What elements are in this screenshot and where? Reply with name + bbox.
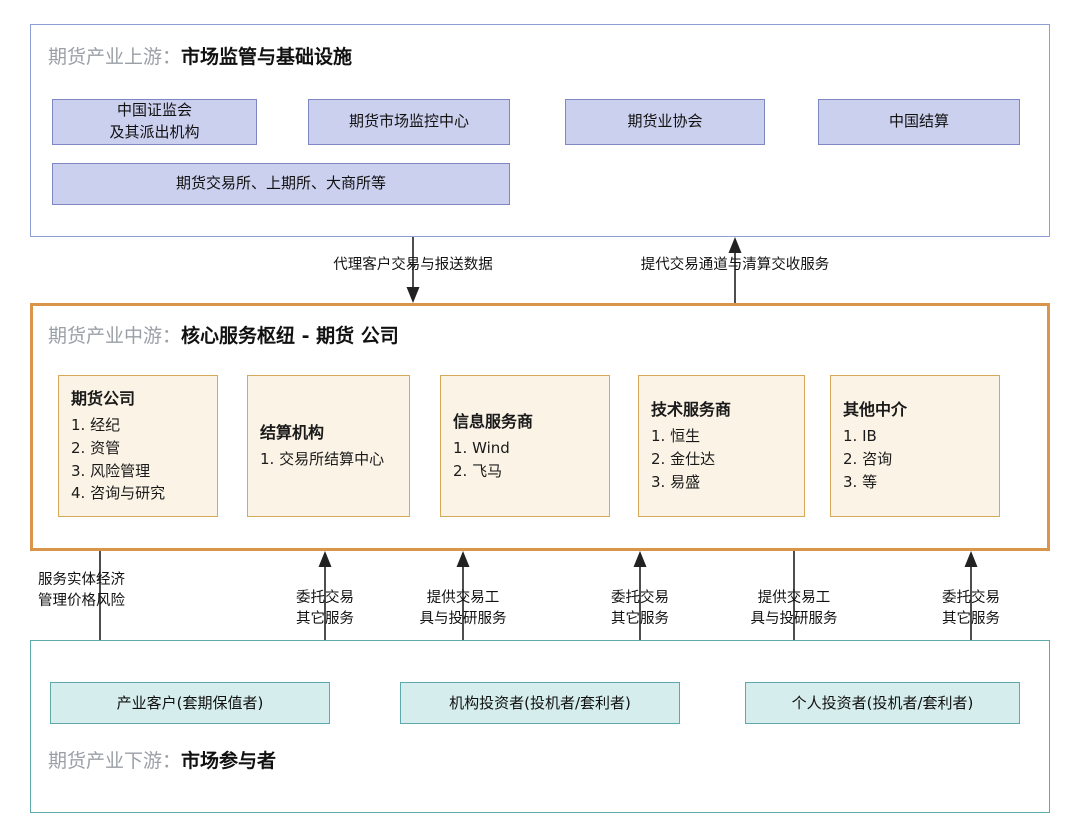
upstream-box-futures-association[interactable]: 期货业协会 <box>565 99 765 145</box>
connector-arrow-agency-trading <box>405 237 421 303</box>
connector-label-agency-trading: 代理客户交易与报送数据 <box>333 257 493 273</box>
connector-label-serve-real-economy: 服务实体经济 管理价格风险 <box>38 572 125 610</box>
upstream-box-monitoring-center[interactable]: 期货市场监控中心 <box>308 99 510 145</box>
connector-label-entrust-trading-3: 委托交易 其它服务 <box>942 590 1000 628</box>
card-items: 1. 恒生 2. 金仕达 3. 易盛 <box>651 427 716 491</box>
midstream-title-strong: 核心服务枢纽 - 期货 公司 <box>181 325 399 347</box>
upstream-title-lead: 期货产业上游： <box>48 46 182 68</box>
card-items: 1. 经纪 2. 资管 3. 风险管理 4. 咨询与研究 <box>71 415 166 503</box>
connector-label-trading-tools-1: 提供交易工 具与投研服务 <box>419 590 507 628</box>
midstream-card-technology-provider[interactable]: 技术服务商 1. 恒生 2. 金仕达 3. 易盛 <box>638 375 805 517</box>
connector-label-clearing-channel: 提代交易通道与清算交收服务 <box>640 257 830 273</box>
downstream-box-individual-investors[interactable]: 个人投资者(投机者/套利者) <box>745 682 1020 724</box>
midstream-title-lead: 期货产业中游： <box>48 325 182 347</box>
card-items: 1. 交易所结算中心 <box>260 450 385 469</box>
upstream-box-china-clearing[interactable]: 中国结算 <box>818 99 1020 145</box>
downstream-box-institutional-investors[interactable]: 机构投资者(投机者/套利者) <box>400 682 680 724</box>
card-title: 信息服务商 <box>453 411 534 431</box>
connector-label-entrust-trading-2: 委托交易 其它服务 <box>611 590 669 628</box>
downstream-title-strong: 市场参与者 <box>181 750 277 772</box>
downstream-box-industrial-customers[interactable]: 产业客户(套期保值者) <box>50 682 330 724</box>
midstream-section-title: 期货产业中游：核心服务枢纽 - 期货 公司 <box>48 327 399 346</box>
downstream-section-title: 期货产业下游：市场参与者 <box>48 752 276 771</box>
midstream-card-futures-company[interactable]: 期货公司 1. 经纪 2. 资管 3. 风险管理 4. 咨询与研究 <box>58 375 218 517</box>
card-items: 1. IB 2. 咨询 3. 等 <box>843 427 893 491</box>
connector-label-entrust-trading-1: 委托交易 其它服务 <box>296 590 354 628</box>
downstream-title-lead: 期货产业下游： <box>48 750 182 772</box>
upstream-box-csrc[interactable]: 中国证监会 及其派出机构 <box>52 99 257 145</box>
upstream-title-strong: 市场监管与基础设施 <box>181 46 353 68</box>
card-title: 期货公司 <box>71 388 136 408</box>
card-title: 技术服务商 <box>651 400 732 420</box>
upstream-box-exchanges[interactable]: 期货交易所、上期所、大商所等 <box>52 163 510 205</box>
upstream-section-title: 期货产业上游：市场监管与基础设施 <box>48 48 352 67</box>
card-title: 其他中介 <box>843 400 908 420</box>
midstream-card-other-intermediaries[interactable]: 其他中介 1. IB 2. 咨询 3. 等 <box>830 375 1000 517</box>
midstream-card-clearing-institution[interactable]: 结算机构 1. 交易所结算中心 <box>247 375 410 517</box>
card-items: 1. Wind 2. 飞马 <box>453 438 510 480</box>
midstream-card-information-provider[interactable]: 信息服务商 1. Wind 2. 飞马 <box>440 375 610 517</box>
card-title: 结算机构 <box>260 423 325 443</box>
connector-arrow-clearing-channel <box>727 237 743 303</box>
connector-label-trading-tools-2: 提供交易工 具与投研服务 <box>750 590 838 628</box>
downstream-section <box>30 640 1050 813</box>
